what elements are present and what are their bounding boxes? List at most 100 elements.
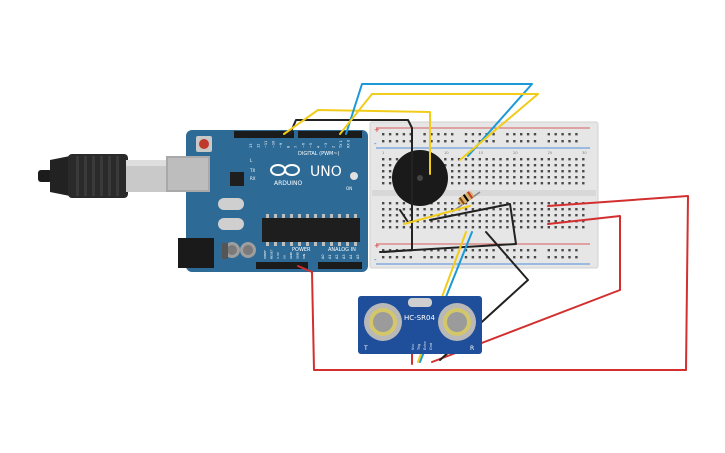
breadboard-hole[interactable] xyxy=(388,176,392,179)
breadboard-hole[interactable] xyxy=(520,226,523,229)
breadboard-hole[interactable] xyxy=(444,158,447,161)
breadboard-hole[interactable] xyxy=(478,164,481,167)
breadboard-hole[interactable] xyxy=(554,164,557,167)
breadboard-hole[interactable] xyxy=(430,249,433,252)
breadboard-hole[interactable] xyxy=(513,164,516,167)
breadboard-hole[interactable] xyxy=(409,214,412,217)
breadboard-hole[interactable] xyxy=(471,182,475,185)
breadboard-hole[interactable] xyxy=(395,208,399,211)
breadboard-hole[interactable] xyxy=(547,202,550,205)
breadboard-hole[interactable] xyxy=(444,140,447,143)
breadboard-hole[interactable] xyxy=(471,256,475,259)
breadboard-hole[interactable] xyxy=(492,208,495,211)
breadboard-hole[interactable] xyxy=(444,214,447,217)
breadboard-hole[interactable] xyxy=(464,220,468,223)
breadboard-hole[interactable] xyxy=(464,202,468,205)
breadboard-hole[interactable] xyxy=(520,256,523,259)
breadboard-hole[interactable] xyxy=(492,164,495,167)
breadboard-hole[interactable] xyxy=(526,220,530,223)
breadboard-hole[interactable] xyxy=(395,256,399,259)
breadboard-hole[interactable] xyxy=(471,214,475,217)
breadboard-hole[interactable] xyxy=(513,170,516,173)
breadboard-hole[interactable] xyxy=(388,214,392,217)
breadboard-hole[interactable] xyxy=(471,164,475,167)
breadboard-hole[interactable] xyxy=(499,164,502,167)
breadboard-hole[interactable] xyxy=(485,170,488,173)
breadboard-hole[interactable] xyxy=(437,202,440,205)
breadboard-hole[interactable] xyxy=(382,140,385,143)
breadboard-hole[interactable] xyxy=(437,226,440,229)
breadboard-hole[interactable] xyxy=(492,249,495,252)
breadboard-hole[interactable] xyxy=(485,220,488,223)
breadboard-hole[interactable] xyxy=(506,220,509,223)
breadboard-hole[interactable] xyxy=(423,133,426,136)
breadboard-hole[interactable] xyxy=(554,226,557,229)
breadboard-hole[interactable] xyxy=(457,214,461,217)
breadboard-hole[interactable] xyxy=(533,220,537,223)
breadboard-hole[interactable] xyxy=(485,226,488,229)
breadboard-hole[interactable] xyxy=(506,214,509,217)
breadboard-hole[interactable] xyxy=(506,158,509,161)
breadboard-hole[interactable] xyxy=(547,220,550,223)
breadboard-hole[interactable] xyxy=(382,249,385,252)
breadboard-hole[interactable] xyxy=(513,220,516,223)
breadboard-hole[interactable] xyxy=(499,220,502,223)
breadboard-hole[interactable] xyxy=(464,133,468,136)
breadboard-hole[interactable] xyxy=(492,170,495,173)
breadboard-hole[interactable] xyxy=(513,182,516,185)
breadboard-hole[interactable] xyxy=(547,214,550,217)
breadboard-hole[interactable] xyxy=(388,133,392,136)
breadboard-hole[interactable] xyxy=(554,249,557,252)
breadboard-hole[interactable] xyxy=(388,226,392,229)
breadboard-hole[interactable] xyxy=(464,256,468,259)
breadboard-hole[interactable] xyxy=(568,140,571,143)
breadboard-hole[interactable] xyxy=(492,140,495,143)
breadboard-hole[interactable] xyxy=(513,202,516,205)
breadboard-hole[interactable] xyxy=(471,208,475,211)
breadboard-hole[interactable] xyxy=(423,220,426,223)
breadboard-hole[interactable] xyxy=(540,170,544,173)
breadboard-hole[interactable] xyxy=(423,226,426,229)
breadboard-hole[interactable] xyxy=(513,249,516,252)
breadboard-hole[interactable] xyxy=(554,158,557,161)
breadboard-hole[interactable] xyxy=(430,256,433,259)
breadboard-hole[interactable] xyxy=(513,256,516,259)
breadboard-hole[interactable] xyxy=(568,256,571,259)
breadboard-hole[interactable] xyxy=(554,133,557,136)
breadboard-hole[interactable] xyxy=(520,182,523,185)
breadboard-hole[interactable] xyxy=(402,256,406,259)
breadboard-hole[interactable] xyxy=(464,140,468,143)
breadboard-hole[interactable] xyxy=(533,202,537,205)
breadboard-hole[interactable] xyxy=(388,208,392,211)
breadboard-hole[interactable] xyxy=(457,170,461,173)
breadboard-hole[interactable] xyxy=(561,182,564,185)
breadboard-hole[interactable] xyxy=(437,256,440,259)
breadboard-hole[interactable] xyxy=(395,133,399,136)
breadboard-hole[interactable] xyxy=(430,140,433,143)
breadboard-hole[interactable] xyxy=(582,170,585,173)
breadboard-hole[interactable] xyxy=(451,226,454,229)
breadboard-hole[interactable] xyxy=(485,182,488,185)
breadboard-hole[interactable] xyxy=(451,182,454,185)
breadboard-hole[interactable] xyxy=(388,249,392,252)
breadboard-hole[interactable] xyxy=(423,214,426,217)
breadboard-hole[interactable] xyxy=(506,249,509,252)
breadboard-hole[interactable] xyxy=(540,214,544,217)
breadboard-hole[interactable] xyxy=(526,170,530,173)
breadboard-hole[interactable] xyxy=(471,220,475,223)
breadboard-hole[interactable] xyxy=(520,202,523,205)
breadboard-hole[interactable] xyxy=(540,202,544,205)
breadboard-hole[interactable] xyxy=(388,140,392,143)
breadboard-hole[interactable] xyxy=(492,133,495,136)
breadboard-hole[interactable] xyxy=(547,208,550,211)
breadboard-hole[interactable] xyxy=(478,182,481,185)
breadboard-hole[interactable] xyxy=(464,208,468,211)
breadboard-hole[interactable] xyxy=(395,214,399,217)
breadboard-hole[interactable] xyxy=(492,202,495,205)
breadboard-hole[interactable] xyxy=(568,176,571,179)
breadboard-hole[interactable] xyxy=(395,140,399,143)
breadboard-hole[interactable] xyxy=(533,164,537,167)
breadboard-hole[interactable] xyxy=(520,208,523,211)
breadboard-hole[interactable] xyxy=(382,214,385,217)
breadboard-hole[interactable] xyxy=(416,208,419,211)
